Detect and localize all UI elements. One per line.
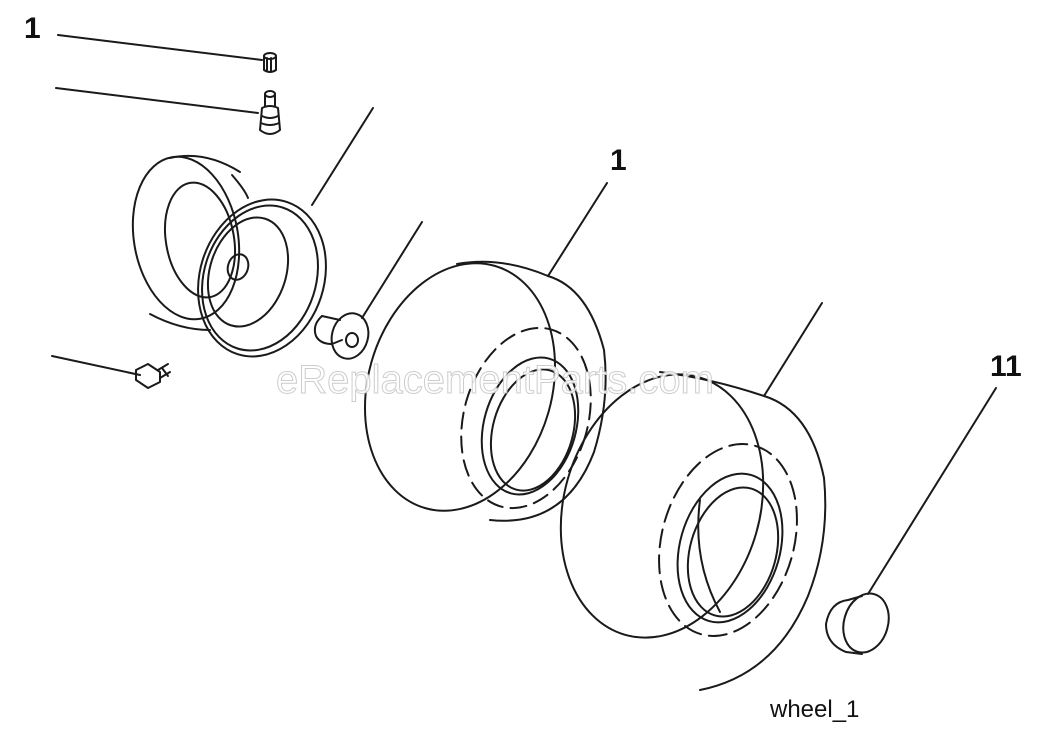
leader-line-valve-stem — [55, 87, 259, 114]
hub-cap-part — [825, 592, 890, 655]
leader-line-tire-front — [547, 182, 608, 277]
wheel-rim-part — [131, 154, 327, 358]
front-tire-part — [363, 260, 607, 522]
leader-line-rim — [311, 107, 374, 206]
valve-stem-part — [259, 90, 281, 135]
callout-label-valve-cap: 1 — [24, 12, 41, 45]
bushing-part — [313, 312, 370, 360]
watermark-text: eReplacementParts.com — [276, 358, 715, 402]
leader-line-valve-cap — [57, 34, 263, 61]
leader-line-tire-rear — [763, 302, 823, 397]
leader-line-bushing — [361, 221, 423, 319]
diagram-caption: wheel_1 — [770, 696, 860, 723]
leader-line-hub-cap — [867, 387, 997, 595]
callout-label-tire: 1 — [610, 144, 627, 177]
bolt-part — [135, 363, 171, 389]
callout-label-hub-cap: 11 — [990, 350, 1022, 383]
rear-tire-part — [559, 371, 827, 691]
valve-cap-part — [263, 52, 277, 73]
leader-line-bolt — [51, 355, 141, 376]
